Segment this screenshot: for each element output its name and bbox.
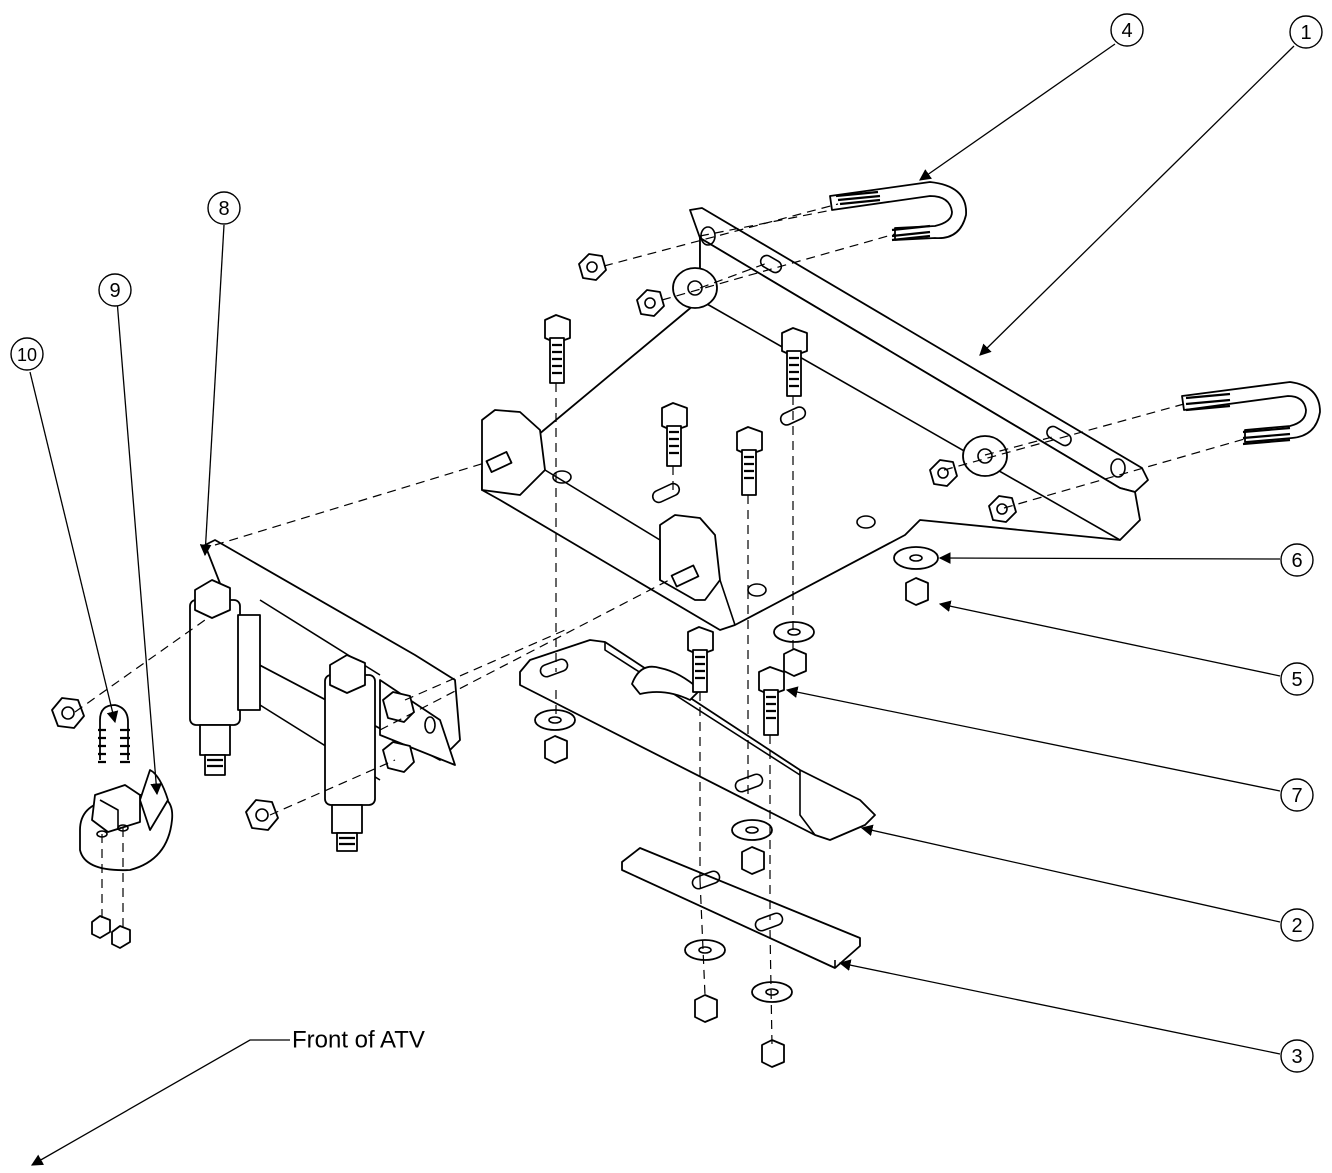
callout-4: 4 bbox=[1110, 13, 1144, 47]
callout-1: 1 bbox=[1289, 15, 1323, 49]
callout-7: 7 bbox=[1280, 778, 1314, 812]
roller-fairlead-part-8 bbox=[51, 539, 461, 852]
svg-text:1: 1 bbox=[1300, 22, 1311, 44]
svg-text:6: 6 bbox=[1291, 550, 1302, 572]
callout-2: 2 bbox=[1280, 908, 1314, 942]
callout-3: 3 bbox=[1280, 1039, 1314, 1073]
svg-text:9: 9 bbox=[109, 280, 120, 302]
leader-lines bbox=[29, 43, 1295, 1055]
svg-text:7: 7 bbox=[1291, 785, 1302, 807]
svg-text:3: 3 bbox=[1291, 1046, 1302, 1068]
svg-text:5: 5 bbox=[1291, 669, 1302, 691]
svg-text:8: 8 bbox=[218, 198, 229, 220]
callout-5: 5 bbox=[1280, 662, 1314, 696]
callout-8: 8 bbox=[207, 191, 241, 225]
callout-6: 6 bbox=[1280, 543, 1314, 577]
u-bolts-part-4 bbox=[578, 181, 1321, 523]
mounting-plate-part-1 bbox=[481, 207, 1149, 631]
front-of-atv-label: Front of ATV bbox=[292, 1027, 425, 1054]
svg-text:10: 10 bbox=[17, 345, 37, 365]
svg-text:4: 4 bbox=[1121, 20, 1132, 42]
callout-10: 10 bbox=[10, 337, 44, 371]
backing-plate-part-3 bbox=[621, 847, 861, 969]
callout-9: 9 bbox=[98, 273, 132, 307]
hook-mount-parts-9-10 bbox=[79, 704, 174, 949]
front-direction-indicator: Front of ATV bbox=[30, 1027, 425, 1166]
alignment-lines bbox=[74, 203, 1249, 1046]
lower-bracket-part-2 bbox=[519, 639, 876, 841]
hardware-set bbox=[534, 314, 939, 1068]
svg-text:2: 2 bbox=[1291, 915, 1302, 937]
